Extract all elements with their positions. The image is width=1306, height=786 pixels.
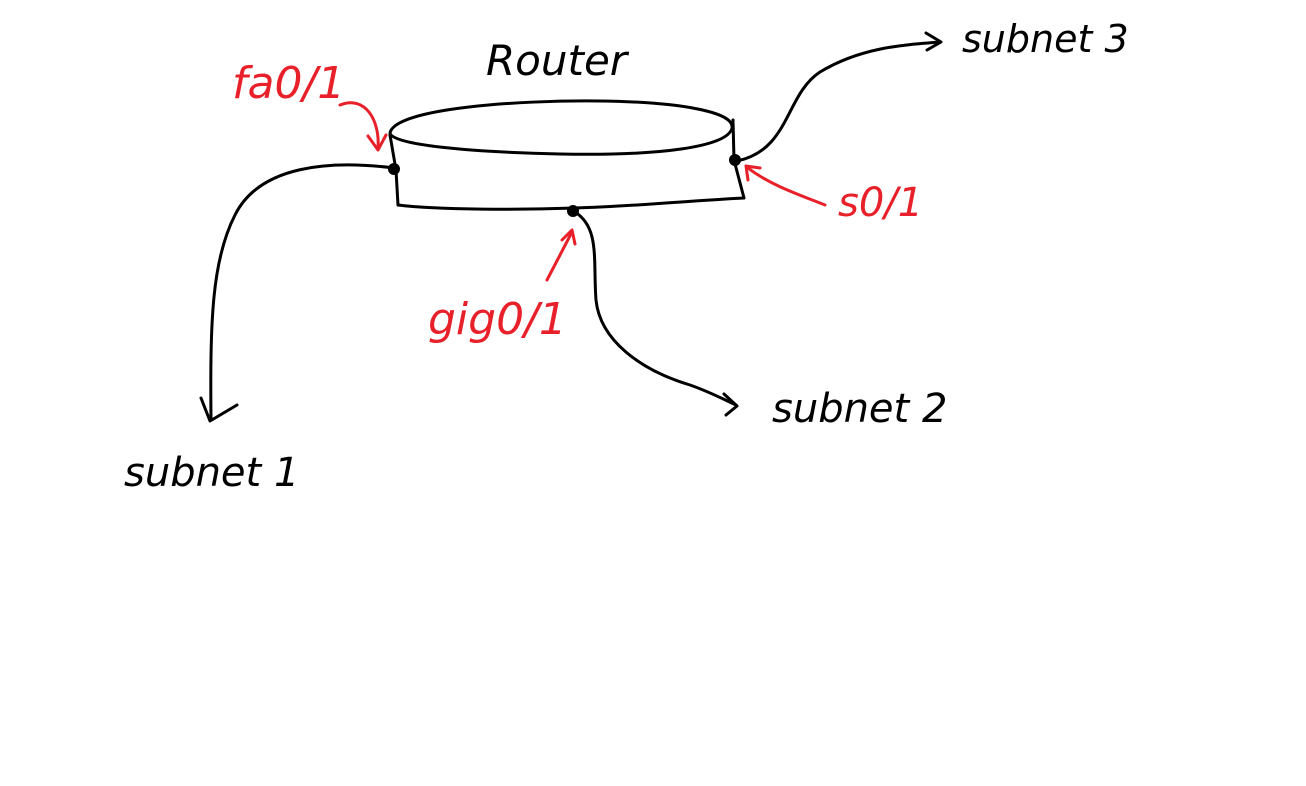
port-s01 bbox=[729, 154, 741, 166]
router-top-ellipse bbox=[388, 99, 734, 156]
annotation-arrow-gig01-icon bbox=[545, 230, 574, 282]
interface-label-gig01: gig0/1 bbox=[428, 294, 567, 345]
router bbox=[388, 99, 746, 211]
annotation-arrowhead-gig01-icon bbox=[560, 228, 577, 246]
annotation-arrowhead-s01-icon bbox=[744, 164, 762, 182]
annotation-arrowhead-fa01-icon bbox=[366, 133, 388, 152]
subnet2-label: subnet 2 bbox=[772, 386, 947, 432]
interface-label-s01: s0/1 bbox=[838, 180, 923, 226]
arrowhead-subnet1-icon bbox=[199, 396, 239, 423]
annotation-arrow-fa01-icon bbox=[338, 101, 380, 150]
interface-label-fa01: fa0/1 bbox=[232, 58, 345, 109]
subnet1-label: subnet 1 bbox=[124, 450, 299, 496]
link-subnet1 bbox=[209, 163, 396, 422]
router-label: Router bbox=[486, 36, 630, 85]
arrowhead-subnet3-icon bbox=[924, 31, 943, 52]
arrowhead-subnet2-icon bbox=[722, 392, 739, 417]
link-subnet2 bbox=[573, 210, 738, 407]
link-subnet3 bbox=[735, 40, 942, 163]
subnet3-label: subnet 3 bbox=[962, 17, 1129, 61]
annotation-arrow-s01-icon bbox=[746, 166, 827, 207]
